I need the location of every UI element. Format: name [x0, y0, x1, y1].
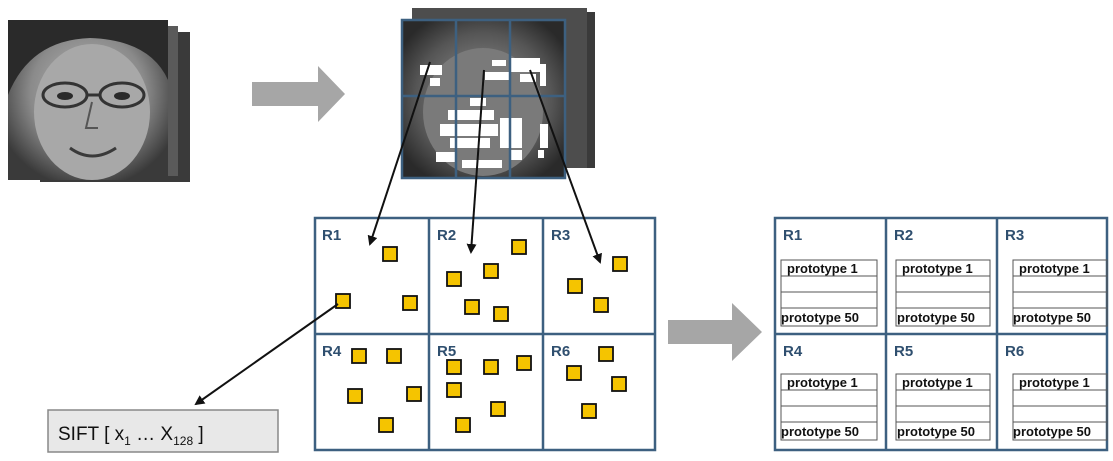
process-arrow-1 [252, 66, 345, 122]
keypoint-marker [511, 239, 527, 255]
process-arrow-2 [668, 303, 762, 361]
keypoint-marker [490, 401, 506, 417]
proto-first-r6: prototype 1 [1019, 375, 1090, 390]
keypoint-marker [378, 417, 394, 433]
proto-first-r3: prototype 1 [1019, 261, 1090, 276]
keypoint-marker [347, 388, 363, 404]
keypoint-marker [455, 417, 471, 433]
keypoint-marker [593, 297, 609, 313]
keypoint-marker [446, 359, 462, 375]
keypoint-marker [516, 355, 532, 371]
arrow-to-r1 [367, 61, 431, 246]
face-image [8, 20, 168, 180]
proto-first-r4: prototype 1 [787, 375, 858, 390]
keypoint-marker [612, 256, 628, 272]
proto-last-r1: prototype 50 [781, 310, 859, 325]
keypoint-marker [483, 359, 499, 375]
proto-first-r1: prototype 1 [787, 261, 858, 276]
proto-last-r3: prototype 50 [1013, 310, 1091, 325]
region-label-r6: R6 [551, 343, 570, 360]
region-label-r3: R3 [551, 227, 570, 244]
proto-last-r5: prototype 50 [897, 424, 975, 439]
arrow-to-r2 [466, 69, 485, 254]
face-grid-lines [400, 18, 567, 180]
region-grid: R1 R2 R3 R4 R5 R6 [313, 216, 657, 452]
keypoint-marker [581, 403, 597, 419]
keypoint-marker [446, 382, 462, 398]
face-image-stack [8, 20, 190, 182]
region-label-r4: R4 [322, 343, 342, 360]
proto-region-label-r1: R1 [783, 227, 802, 244]
sift-descriptor-box: SIFT [ x1 … X128 ] [47, 409, 279, 453]
keypoint-marker [611, 376, 627, 392]
prototype-table: R1 R2 R3 R4 R5 R6 [773, 216, 1109, 452]
proto-region-label-r5: R5 [894, 343, 913, 360]
region-label-r2: R2 [437, 227, 456, 244]
proto-last-r2: prototype 50 [897, 310, 975, 325]
keypoint-marker [567, 278, 583, 294]
keypoint-marker [382, 246, 398, 262]
proto-last-r6: prototype 50 [1013, 424, 1091, 439]
sift-descriptor-text: SIFT [ x1 … X128 ] [58, 424, 204, 448]
keypoint-marker [406, 386, 422, 402]
arrow-to-r3 [529, 69, 602, 264]
keypoint-marker [446, 271, 462, 287]
keypoint-marker [351, 348, 367, 364]
region-label-r5: R5 [437, 343, 456, 360]
proto-first-r2: prototype 1 [902, 261, 973, 276]
keypoint-clusters [420, 58, 548, 168]
keypoint-marker [335, 293, 351, 309]
mapping-arrows [194, 61, 602, 406]
proto-region-label-r6: R6 [1005, 343, 1024, 360]
keypoint-face-image [400, 18, 567, 180]
keypoint-marker [598, 346, 614, 362]
proto-region-label-r4: R4 [783, 343, 803, 360]
keypoint-marker [483, 263, 499, 279]
region-label-r1: R1 [322, 227, 341, 244]
keypoint-face-stack [400, 8, 595, 180]
keypoint-marker [386, 348, 402, 364]
keypoint-marker [402, 295, 418, 311]
keypoint-marker [566, 365, 582, 381]
proto-first-r5: prototype 1 [902, 375, 973, 390]
keypoint-marker [493, 306, 509, 322]
keypoint-marker [464, 299, 480, 315]
proto-region-label-r3: R3 [1005, 227, 1024, 244]
proto-region-label-r2: R2 [894, 227, 913, 244]
arrow-to-sift [194, 303, 339, 406]
proto-last-r4: prototype 50 [781, 424, 859, 439]
